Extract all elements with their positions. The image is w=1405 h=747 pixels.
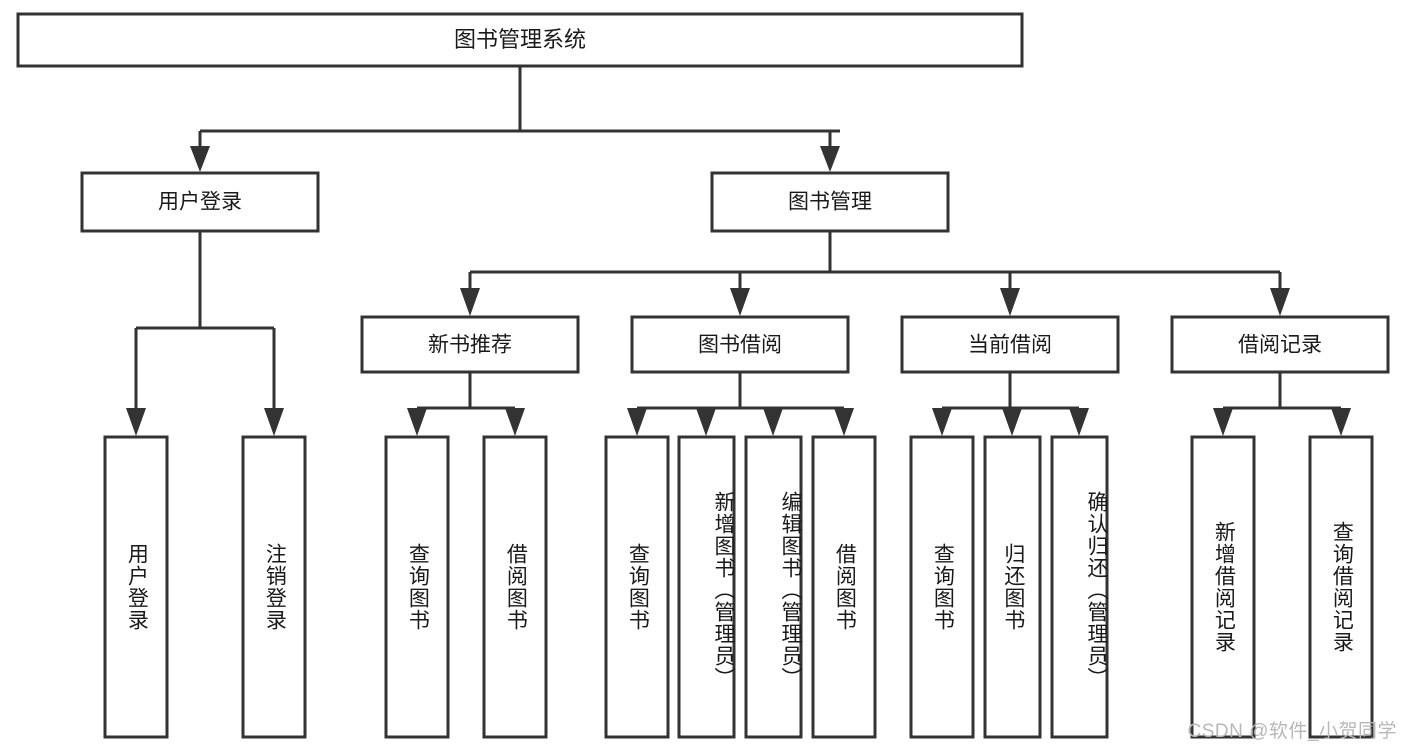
connector-group-current-borrow xyxy=(932,372,1089,436)
node-new-book-rec-label: 新书推荐 xyxy=(428,334,512,357)
arrowhead-leaf-user-logout xyxy=(264,408,284,436)
node-root-label: 图书管理系统 xyxy=(454,27,586,52)
leaf-box-add-book[interactable] xyxy=(677,435,736,739)
leaf-box-borrow-book-rec[interactable] xyxy=(482,435,548,739)
arrowhead-leaf-add-book xyxy=(696,408,716,436)
arrowhead-leaf-add-record xyxy=(1213,408,1233,436)
leaf-box-borrow-book[interactable] xyxy=(811,435,877,739)
node-current-borrow-box[interactable] xyxy=(900,315,1120,374)
arrowhead-new-book-rec xyxy=(460,288,480,316)
node-new-book-rec[interactable]: 新书推荐 xyxy=(360,315,580,374)
node-borrow-record-label: 借阅记录 xyxy=(1238,334,1322,357)
leaf-box-query-record[interactable] xyxy=(1308,435,1374,739)
node-book-borrow[interactable]: 图书借阅 xyxy=(630,315,850,374)
node-book-borrow-box[interactable] xyxy=(630,315,850,374)
arrowhead-leaf-return-book xyxy=(1002,408,1022,436)
node-root-box[interactable] xyxy=(16,12,1024,68)
leaf-box-return-book[interactable] xyxy=(983,435,1042,739)
node-book-manage-box[interactable] xyxy=(710,171,950,233)
connector-group-user-login xyxy=(126,231,284,436)
node-user-login-label: 用户登录 xyxy=(158,191,242,214)
connector-group-new-book-rec xyxy=(407,372,525,436)
node-current-borrow-label: 当前借阅 xyxy=(968,334,1052,357)
arrowhead-book-manage xyxy=(820,146,840,172)
node-book-manage[interactable]: 图书管理 xyxy=(710,171,950,233)
arrowhead-leaf-query-book-cur xyxy=(932,408,952,436)
leaf-box-query-book-rec[interactable] xyxy=(384,435,450,739)
arrowhead-book-borrow xyxy=(730,288,750,316)
leaf-box-query-book[interactable] xyxy=(604,435,670,739)
arrowhead-leaf-borrow-book xyxy=(834,408,854,436)
leaf-box-user-logout[interactable] xyxy=(241,435,307,739)
arrowhead-leaf-edit-book xyxy=(763,408,783,436)
arrowhead-user-login xyxy=(190,146,210,172)
leaf-box-query-book-cur[interactable] xyxy=(909,435,975,739)
node-user-login-box[interactable] xyxy=(80,171,320,233)
arrowhead-leaf-query-book xyxy=(627,408,647,436)
node-root[interactable]: 图书管理系统 xyxy=(16,12,1024,68)
node-book-manage-label: 图书管理 xyxy=(788,191,872,214)
node-current-borrow[interactable]: 当前借阅 xyxy=(900,315,1120,374)
node-user-login[interactable]: 用户登录 xyxy=(80,171,320,233)
connector-group-borrow-record xyxy=(1213,372,1351,436)
csdn-watermark: CSDN @软件_小贺同学 xyxy=(1187,721,1397,742)
arrowhead-current-borrow xyxy=(1000,288,1020,316)
leaf-box-confirm-return[interactable] xyxy=(1050,435,1109,739)
connector-group-book-manage xyxy=(460,231,1290,316)
node-borrow-record[interactable]: 借阅记录 xyxy=(1170,315,1390,374)
arrowhead-borrow-record xyxy=(1270,288,1290,316)
arrowhead-leaf-confirm-return xyxy=(1069,408,1089,436)
arrowhead-leaf-query-book-rec xyxy=(407,408,427,436)
node-book-borrow-label: 图书借阅 xyxy=(698,334,782,357)
node-borrow-record-box[interactable] xyxy=(1170,315,1390,374)
arrowhead-leaf-user-login xyxy=(126,408,146,436)
connector-group-root xyxy=(190,66,840,172)
arrowhead-leaf-borrow-book-rec xyxy=(505,408,525,436)
leaf-box-edit-book[interactable] xyxy=(744,435,803,739)
leaf-box-group xyxy=(103,435,1374,739)
node-new-book-rec-box[interactable] xyxy=(360,315,580,374)
leaf-box-add-record[interactable] xyxy=(1190,435,1256,739)
arrowhead-leaf-query-record xyxy=(1331,408,1351,436)
leaf-box-user-login[interactable] xyxy=(103,435,169,739)
connector-group-book-borrow xyxy=(627,372,854,436)
